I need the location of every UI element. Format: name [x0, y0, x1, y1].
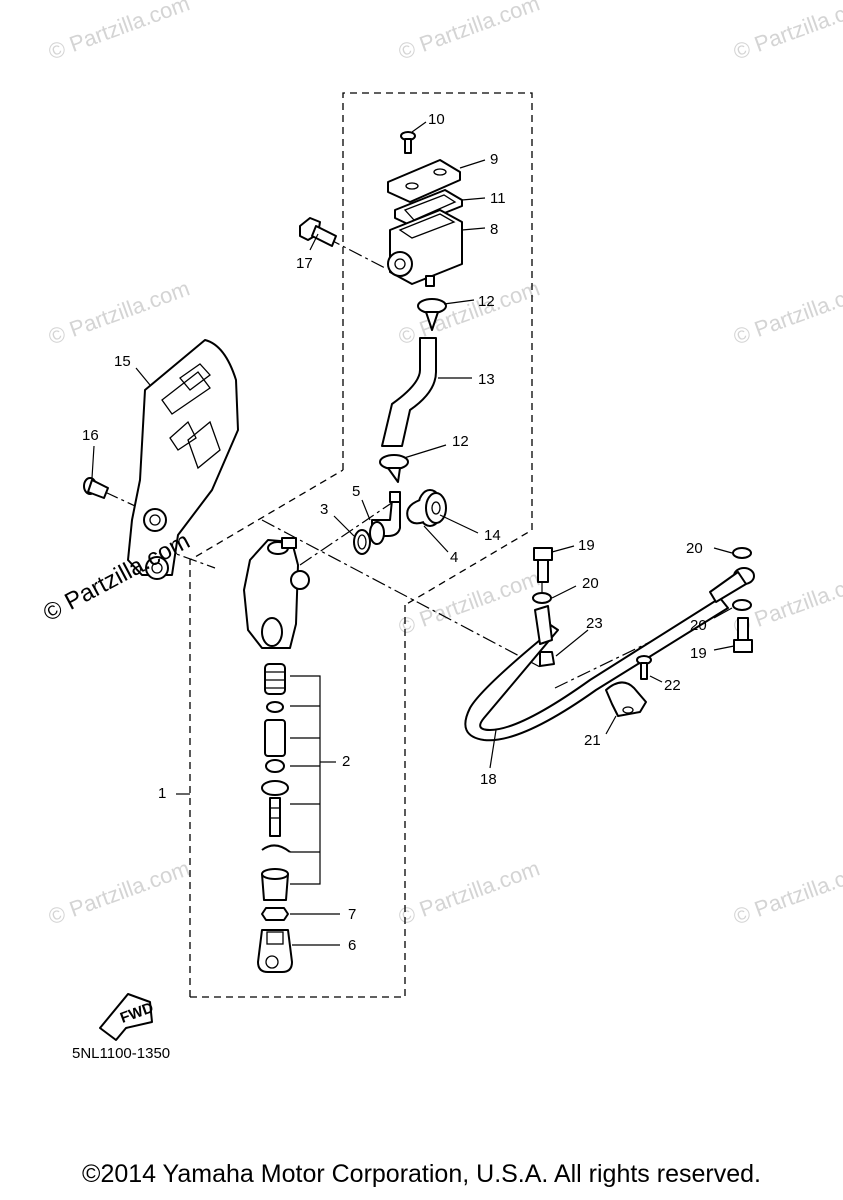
- callout-14: 14: [484, 527, 501, 544]
- callout-16: 16: [82, 427, 99, 444]
- bolt-part-16: [83, 477, 109, 499]
- callout-20-right: 20: [690, 617, 707, 634]
- callout-20-top-right: 20: [686, 540, 703, 557]
- reservoir-cap-part-9: [387, 159, 461, 203]
- washer-part-20-right: [732, 599, 752, 611]
- brake-pipe-part-18: [464, 597, 729, 742]
- callout-4: 4: [450, 549, 458, 566]
- brake-pipe-fitting: [534, 605, 553, 645]
- screw-part-10: [400, 131, 416, 154]
- washer-part-20-upper: [532, 592, 552, 604]
- copyright-notice: ©2014 Yamaha Motor Corporation, U.S.A. A…: [82, 1160, 761, 1188]
- guard-part-15: [127, 339, 239, 580]
- lower-group-box-bottom: [190, 605, 406, 998]
- master-cylinder-part-1: [243, 537, 310, 649]
- hose-clamp-part-12-upper: [417, 298, 447, 331]
- union-bolt-part-19-upper: [533, 547, 553, 583]
- callout-12-upper: 12: [478, 293, 495, 310]
- pipe-clamp-part-21: [605, 681, 647, 717]
- callout-22: 22: [664, 677, 681, 694]
- callout-23: 23: [586, 615, 603, 632]
- center-line-reservoir: [326, 237, 386, 269]
- callout-3: 3: [320, 501, 328, 518]
- callout-11: 11: [490, 190, 506, 207]
- center-line-bolt-16: [104, 491, 149, 513]
- callout-19-upper: 19: [578, 537, 595, 554]
- callout-12-lower: 12: [452, 433, 469, 450]
- diagram-code: 5NL1100-1350: [72, 1045, 171, 1062]
- callout-18: 18: [480, 771, 497, 788]
- callout-6: 6: [348, 937, 356, 954]
- lower-group-box: [189, 469, 344, 997]
- callout-20-upper: 20: [582, 575, 599, 592]
- callout-5: 5: [352, 483, 360, 500]
- callout-13: 13: [478, 371, 495, 388]
- callout-17: 17: [296, 255, 313, 272]
- callout-8: 8: [490, 221, 498, 238]
- callout-19-right: 19: [690, 645, 707, 662]
- o-ring-part-3: [353, 529, 371, 555]
- screw-part-22: [636, 655, 652, 680]
- brake-pipe-end: [709, 571, 747, 603]
- upper-group-box: [342, 92, 533, 606]
- o-ring-part-3-inner: [357, 534, 367, 550]
- callout-15: 15: [114, 353, 131, 370]
- clip-part-23: [539, 651, 555, 667]
- callout-2: 2: [342, 753, 350, 770]
- reservoir-hose-part-13: [381, 337, 437, 447]
- center-line-hose-fitting: [299, 499, 397, 566]
- leader-lines: [91, 121, 735, 946]
- forward-arrow-icon: FWD: [99, 993, 156, 1041]
- reservoir-part-8: [387, 209, 463, 287]
- washer-part-20-top-right: [732, 547, 752, 559]
- union-bolt-part-19-right: [733, 617, 753, 653]
- clevis-part-6: [257, 929, 293, 973]
- nut-part-7: [261, 907, 289, 921]
- callout-9: 9: [490, 151, 498, 168]
- callout-21: 21: [584, 732, 601, 749]
- diaphragm-part-11: [394, 189, 463, 227]
- hose-clamp-part-12-lower: [379, 454, 409, 483]
- callout-10: 10: [428, 111, 445, 128]
- hose-fitting-part-5: [369, 491, 401, 545]
- callout-1: 1: [158, 785, 166, 802]
- callout-7: 7: [348, 906, 356, 923]
- bolt-part-17: [299, 217, 337, 247]
- center-line-pipe: [261, 519, 543, 669]
- piston-kit-part-2: [261, 663, 291, 901]
- circlip-part-4: [406, 499, 425, 525]
